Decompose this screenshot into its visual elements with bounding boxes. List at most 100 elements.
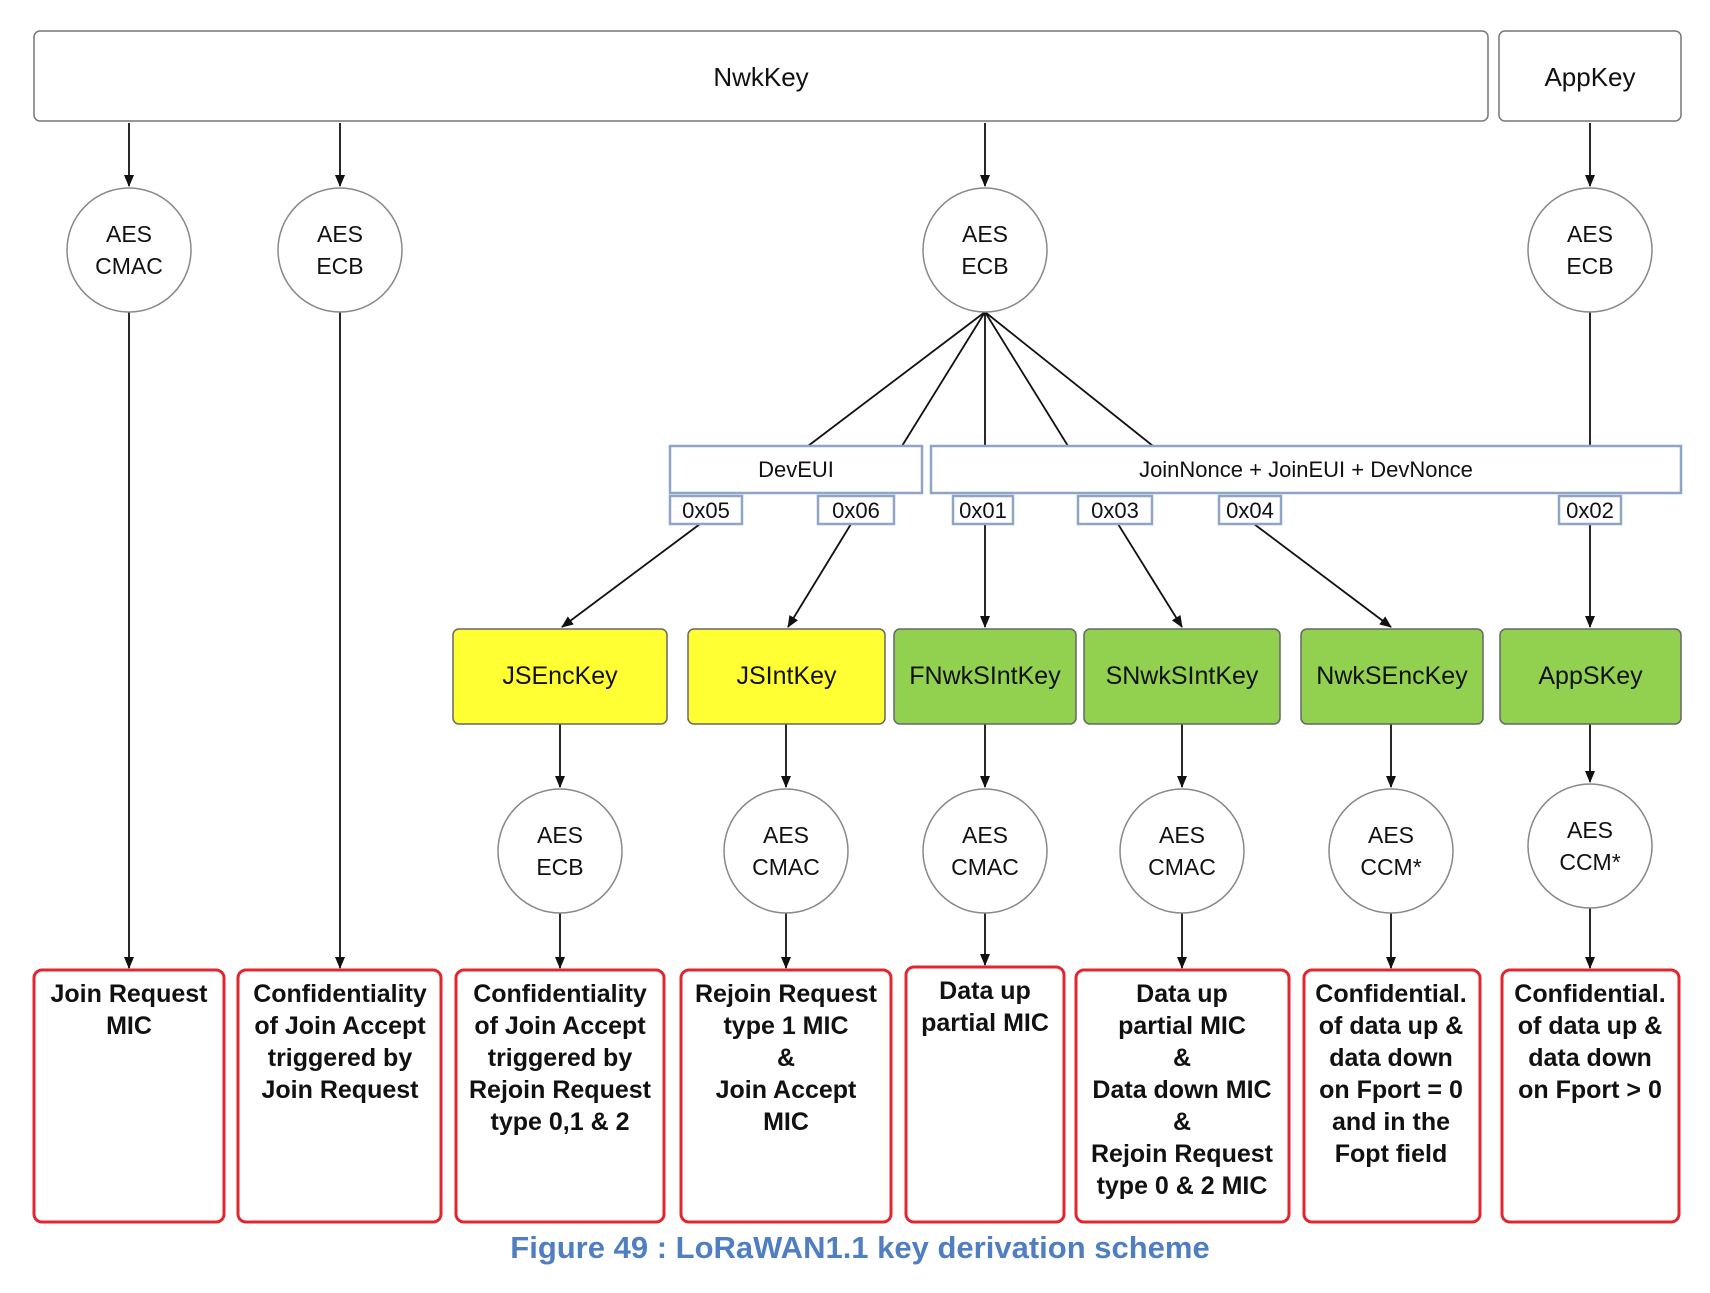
dev-eui-input: DevEUI [668, 444, 924, 495]
usage-label: & [777, 1044, 795, 1072]
constant-0x01: 0x01 [951, 494, 1015, 526]
app-derivation-cipher: AES ECB [1527, 187, 1653, 313]
session-key-jsintkey: JSIntKey [687, 628, 886, 725]
dev-eui-label: DevEUI [758, 457, 834, 482]
nwk-key-label: NwkKey [713, 62, 808, 92]
constant-label: 0x05 [682, 498, 730, 523]
session-key-nwksenckey: NwkSEncKey [1300, 628, 1484, 725]
usage-label: Data down MIC [1092, 1076, 1271, 1104]
usage-label: of data up & [1518, 1012, 1662, 1040]
usage-label: Confidential. [1514, 980, 1665, 1008]
join-request-mic-cipher: AES CMAC [66, 187, 192, 313]
usage-label: data down [1329, 1044, 1453, 1072]
cipher-label: AES [962, 822, 1008, 848]
constant-label: 0x01 [959, 498, 1007, 523]
cipher-label: AES [537, 822, 583, 848]
usage-label: Rejoin Request [695, 980, 878, 1008]
session-key-label: JSIntKey [736, 662, 837, 690]
constant-label: 0x03 [1091, 498, 1139, 523]
constant-label: 0x02 [1566, 498, 1614, 523]
usage-label: Data up [939, 977, 1031, 1005]
session-key-label: NwkSEncKey [1316, 662, 1468, 690]
constant-0x03: 0x03 [1076, 494, 1154, 526]
cipher-label: ECB [536, 854, 583, 880]
session-key-label: SNwkSIntKey [1106, 662, 1259, 690]
cipher-label: ECB [316, 253, 363, 279]
connector-lines [124, 123, 1595, 969]
usage-label: & [1173, 1108, 1191, 1136]
usage-label: partial MIC [1118, 1012, 1246, 1040]
constant-label: 0x06 [832, 498, 880, 523]
usage-label: on Fport = 0 [1319, 1076, 1463, 1104]
usage-label: Rejoin Request [469, 1076, 652, 1104]
usage-label: Confidentiality [473, 980, 647, 1008]
usage-label: Confidentiality [253, 980, 427, 1008]
constant-0x06: 0x06 [816, 494, 896, 526]
cipher-label: ECB [1566, 253, 1613, 279]
join-nonce-input: JoinNonce + JoinEUI + DevNonce [929, 444, 1683, 495]
usage-label: on Fport > 0 [1518, 1076, 1662, 1104]
arrow-0x06-jsint [787, 523, 852, 628]
session-key-label: AppSKey [1538, 662, 1643, 690]
session-key-jsenckey: JSEncKey [452, 628, 668, 725]
app-key-node: AppKey [1498, 30, 1682, 122]
usage-label: Join Request [51, 980, 209, 1008]
fan-to-deveui-b [901, 311, 986, 447]
usage-label: MIC [763, 1108, 809, 1136]
session-key-label: FNwkSIntKey [909, 662, 1061, 690]
derivation-constants: 0x05 0x06 0x01 0x03 0x04 0x02 [668, 494, 1623, 526]
cipher-label: AES [1368, 822, 1414, 848]
constant-0x02: 0x02 [1557, 494, 1623, 526]
arrow-0x04-nwksenc [1253, 523, 1392, 628]
constant-label: 0x04 [1226, 498, 1274, 523]
usage-label: Confidential. [1315, 980, 1466, 1008]
usage-label: Fopt field [1335, 1140, 1447, 1168]
cipher-label: CMAC [95, 253, 163, 279]
cipher-label: AES [1567, 221, 1613, 247]
jsenc-cipher: AES ECB [497, 788, 623, 914]
cipher-label: CMAC [1148, 854, 1216, 880]
usage-label: of data up & [1319, 1012, 1463, 1040]
session-key-fnwksintkey: FNwkSIntKey [893, 628, 1077, 725]
usage-label: MIC [106, 1012, 152, 1040]
cipher-label: AES [317, 221, 363, 247]
usage-label: and in the [1332, 1108, 1450, 1136]
usage-label: type 0 & 2 MIC [1097, 1172, 1268, 1200]
cipher-label: AES [1567, 817, 1613, 843]
app-key-label: AppKey [1544, 62, 1635, 92]
cipher-label: ECB [961, 253, 1008, 279]
usage-box-8: Confidential. of data up & data down on Fpo… [1500, 968, 1681, 1224]
usage-label: of Join Accept [474, 1012, 646, 1040]
usage-label: Join Request [262, 1076, 420, 1104]
session-keys: JSEncKey JSIntKey FNwkSIntKey SNwkSIntKey Nw… [452, 628, 1682, 725]
session-key-appskey: AppSKey [1499, 628, 1682, 725]
snwk-cipher: AES CMAC [1119, 788, 1245, 914]
arrow-0x05-jsenc [561, 523, 701, 628]
figure-caption: Figure 49 : LoRaWAN1.1 key derivation sc… [510, 1230, 1209, 1265]
constant-0x05: 0x05 [668, 494, 744, 526]
cipher-label: AES [1159, 822, 1205, 848]
usage-label: Rejoin Request [1091, 1140, 1274, 1168]
cipher-label: AES [106, 221, 152, 247]
usage-label: & [1173, 1044, 1191, 1072]
usage-label: data down [1528, 1044, 1652, 1072]
cipher-label: CCM* [1559, 849, 1620, 875]
nwk-key-node: NwkKey [33, 30, 1489, 122]
arrow-0x03-snwk [1117, 523, 1183, 628]
session-key-snwksintkey: SNwkSIntKey [1083, 628, 1281, 725]
usage-label: type 1 MIC [723, 1012, 848, 1040]
join-accept-enc-cipher: AES ECB [277, 187, 403, 313]
appskey-cipher: AES CCM* [1527, 783, 1653, 909]
constant-0x04: 0x04 [1217, 494, 1283, 526]
